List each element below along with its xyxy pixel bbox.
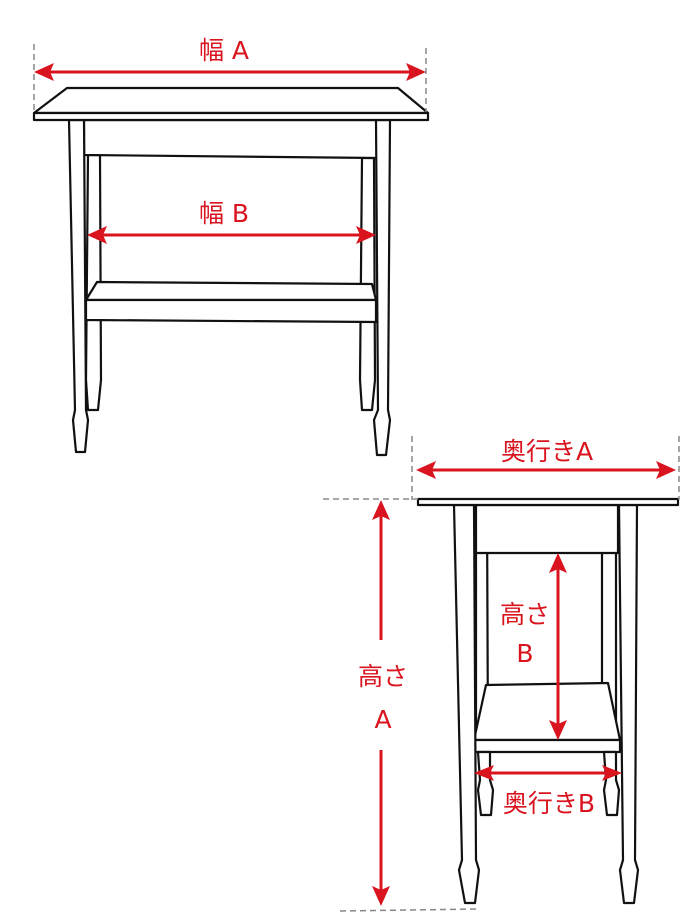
height-a-label-line2: A bbox=[374, 705, 391, 734]
side-apron bbox=[474, 503, 620, 555]
shelf-front bbox=[472, 738, 622, 754]
arrow-left-icon bbox=[474, 765, 494, 781]
arrow-right-icon bbox=[406, 63, 426, 81]
arrow-left-icon bbox=[34, 63, 54, 81]
arrow-up-icon bbox=[549, 553, 567, 573]
front-right-leg bbox=[372, 118, 392, 457]
depth-b-dimension: 奥行きB bbox=[474, 765, 622, 818]
height-b-label-line2: B bbox=[516, 639, 533, 668]
shelf-front bbox=[84, 298, 378, 324]
shelf-top bbox=[84, 280, 378, 302]
front-left-leg bbox=[452, 503, 481, 905]
height-b-dimension: 高さ B bbox=[500, 553, 567, 740]
width-a-label: 幅 A bbox=[199, 36, 249, 65]
tabletop-edge bbox=[32, 111, 430, 122]
depth-a-dimension: 奥行きA bbox=[416, 437, 676, 479]
width-b-label: 幅 B bbox=[199, 199, 249, 228]
front-left-leg bbox=[67, 118, 90, 454]
depth-b-label: 奥行きB bbox=[503, 789, 595, 818]
arrow-right-icon bbox=[356, 226, 376, 244]
height-a-dimension: 高さ A bbox=[358, 500, 408, 906]
tabletop-edge bbox=[416, 497, 680, 507]
front-right-leg bbox=[617, 503, 640, 905]
height-a-label-line1: 高さ bbox=[358, 662, 408, 691]
width-a-dimension: 幅 A bbox=[34, 36, 426, 81]
shelf-top bbox=[472, 681, 622, 742]
front-apron bbox=[82, 118, 380, 160]
depth-a-label: 奥行きA bbox=[501, 437, 593, 466]
arrow-up-icon bbox=[372, 500, 390, 520]
arrow-right-icon bbox=[602, 765, 622, 781]
arrow-down-icon bbox=[549, 720, 567, 740]
side-view-table bbox=[416, 497, 680, 905]
guide-line bbox=[339, 908, 479, 912]
arrow-down-icon bbox=[372, 886, 390, 906]
width-b-dimension: 幅 B bbox=[87, 199, 376, 244]
arrow-left-icon bbox=[416, 461, 436, 479]
arrow-left-icon bbox=[87, 226, 107, 244]
back-right-foot bbox=[602, 750, 621, 817]
height-b-label-line1: 高さ bbox=[500, 600, 550, 629]
back-left-foot bbox=[476, 750, 495, 817]
arrow-right-icon bbox=[656, 461, 676, 479]
front-view-table bbox=[32, 86, 430, 457]
tabletop-surface bbox=[32, 86, 430, 115]
